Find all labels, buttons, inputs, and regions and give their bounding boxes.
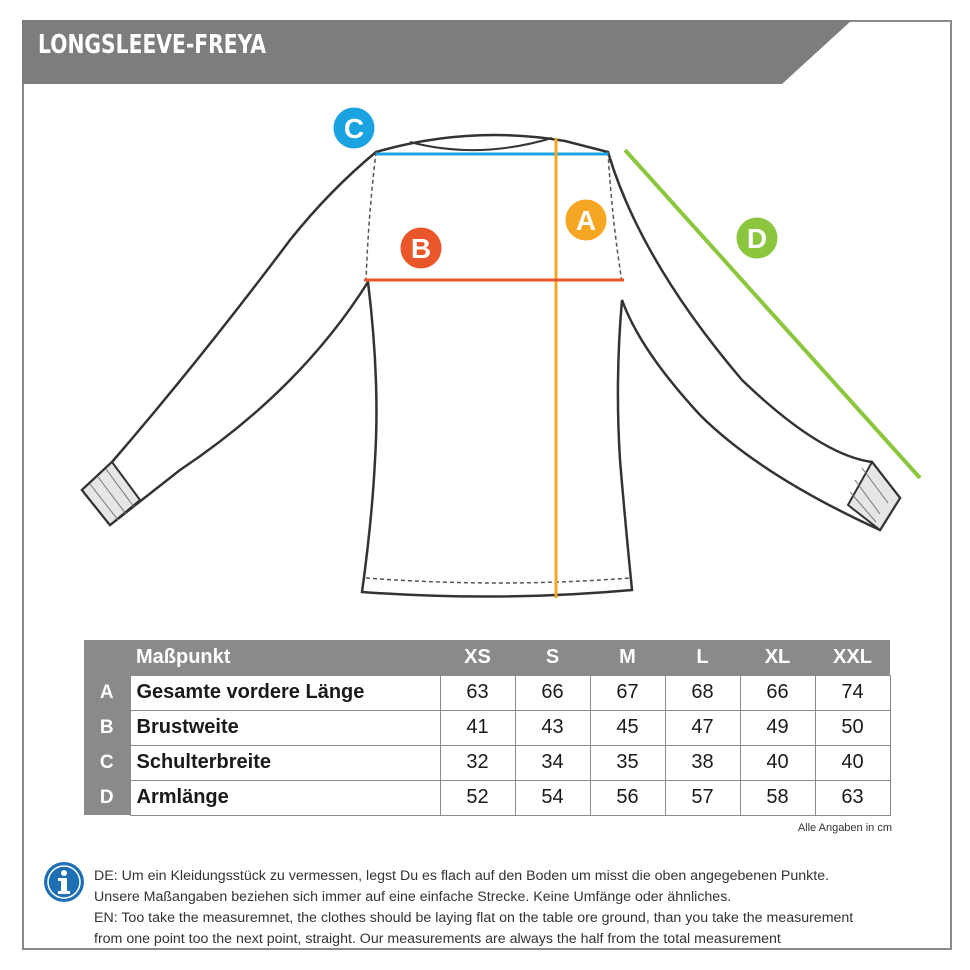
table-cell: 34	[514, 744, 591, 781]
header-corner	[84, 640, 130, 675]
row-key: A	[84, 675, 130, 710]
table-cell: 68	[664, 674, 741, 711]
size-header: XXL	[815, 640, 890, 675]
table-cell: 43	[514, 709, 591, 746]
info-line: from one point too the next point, strai…	[94, 931, 781, 947]
row-name: Armlänge	[129, 779, 441, 816]
table-cell: 49	[739, 709, 816, 746]
table-row: A Gesamte vordere Länge 63 66 67 68 66 7…	[84, 674, 891, 711]
title-banner	[22, 20, 852, 84]
row-key: B	[84, 710, 130, 745]
measure-line-d	[623, 148, 922, 480]
table-cell: 47	[664, 709, 741, 746]
left-cuff	[80, 460, 142, 527]
table-cell: 40	[814, 744, 891, 781]
table-row: D Armlänge 52 54 56 57 58 63	[84, 779, 891, 816]
marker-c: C	[330, 104, 378, 152]
svg-text:A: A	[576, 205, 596, 236]
size-header: S	[515, 640, 590, 675]
row-name: Gesamte vordere Länge	[129, 674, 441, 711]
marker-b: B	[397, 224, 445, 272]
left-armhole-seam	[365, 151, 377, 283]
table-cell: 56	[589, 779, 666, 816]
info-line: DE: Um ein Kleidungsstück zu vermessen, …	[94, 868, 830, 884]
right-cuff	[846, 460, 902, 532]
size-table: Maßpunkt XS S M L XL XXL A Gesamte vorde…	[84, 640, 891, 816]
table-cell: 74	[814, 674, 891, 711]
info-line: Unsere Maßangaben beziehen sich immer au…	[94, 889, 732, 905]
row-key: C	[84, 745, 130, 780]
table-cell: 66	[514, 674, 591, 711]
svg-text:B: B	[411, 233, 431, 264]
table-cell: 63	[814, 779, 891, 816]
table-cell: 45	[589, 709, 666, 746]
svg-text:D: D	[747, 223, 767, 254]
svg-text:C: C	[344, 113, 364, 144]
page-title: LONGSLEEVE-FREYA	[38, 30, 267, 60]
table-cell: 57	[664, 779, 741, 816]
table-row: C Schulterbreite 32 34 35 38 40 40	[84, 744, 891, 781]
units-note: Alle Angaben in cm	[797, 822, 892, 834]
table-cell: 67	[589, 674, 666, 711]
table-cell: 58	[739, 779, 816, 816]
garment-diagram: C A B D	[80, 104, 922, 598]
neckline	[409, 137, 553, 152]
table-cell: 38	[664, 744, 741, 781]
size-header: M	[590, 640, 665, 675]
info-text: DE: Um ein Kleidungsstück zu vermessen, …	[94, 866, 944, 950]
size-header: XS	[440, 640, 515, 675]
info-line: EN: Too take the measuremnet, the clothe…	[94, 910, 854, 926]
table-cell: 35	[589, 744, 666, 781]
right-armhole-seam	[607, 151, 623, 283]
table-cell: 41	[439, 709, 516, 746]
header-label: Maßpunkt	[130, 640, 440, 675]
table-cell: 54	[514, 779, 591, 816]
marker-a: A	[562, 196, 610, 244]
table-cell: 40	[739, 744, 816, 781]
table-cell: 50	[814, 709, 891, 746]
table-cell: 66	[739, 674, 816, 711]
row-name: Brustweite	[129, 709, 441, 746]
hem-stitch	[365, 577, 631, 584]
table-cell: 32	[439, 744, 516, 781]
size-header: XL	[740, 640, 815, 675]
info-icon	[44, 862, 84, 902]
shirt-outline	[80, 133, 902, 598]
table-cell: 52	[439, 779, 516, 816]
table-row: B Brustweite 41 43 45 47 49 50	[84, 709, 891, 746]
size-table-header: Maßpunkt XS S M L XL XXL	[84, 640, 890, 675]
size-header: L	[665, 640, 740, 675]
row-name: Schulterbreite	[129, 744, 441, 781]
table-cell: 63	[439, 674, 516, 711]
row-key: D	[84, 780, 130, 815]
marker-d: D	[733, 214, 781, 262]
